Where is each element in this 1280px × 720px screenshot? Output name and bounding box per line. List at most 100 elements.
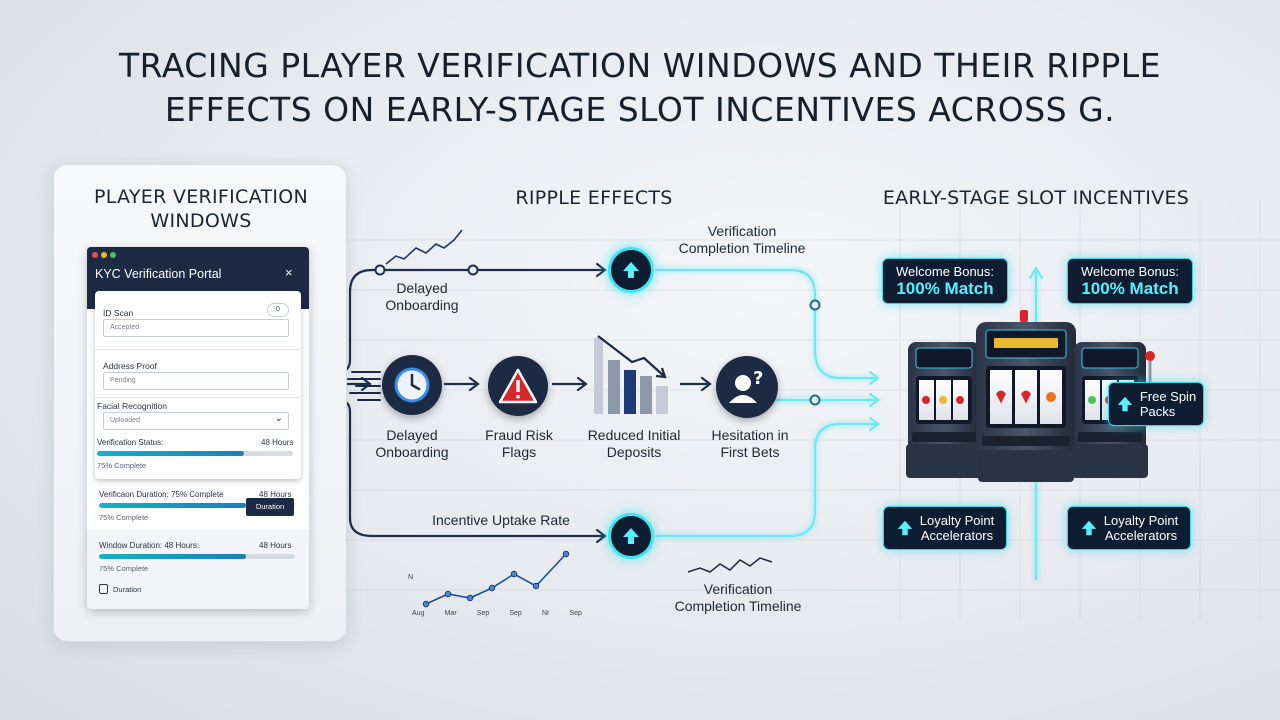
title-line-2: EFFECTS ON EARLY-STAGE SLOT INCENTIVES A… — [164, 90, 1116, 129]
welcome-bonus-badge-right[interactable]: Welcome Bonus: 100% Match — [1067, 258, 1193, 304]
facial-recognition-select[interactable]: Uploaded ⌄ — [103, 412, 289, 430]
address-proof-label: Address Proof — [103, 361, 157, 371]
uptake-node-top[interactable] — [608, 247, 654, 293]
welcome-bonus-title: Welcome Bonus: — [895, 264, 995, 279]
free-spin-text: Free Spin Packs — [1140, 389, 1196, 419]
loyalty-line-1: Loyalty Point — [919, 513, 995, 528]
up-arrow-icon — [623, 262, 639, 278]
facial-recognition-label: Facial Recognition — [97, 401, 167, 411]
node-label-reduced-deposits: Reduced Initial Deposits — [574, 427, 694, 461]
facial-recognition-value: Uploaded — [110, 417, 140, 424]
welcome-bonus-title: Welcome Bonus: — [1080, 264, 1180, 279]
free-spin-line-2: Packs — [1139, 404, 1176, 419]
free-spin-badge[interactable]: Free Spin Packs — [1108, 382, 1204, 426]
verification-status-complete: 75% Complete — [97, 461, 147, 470]
duration-2-hours: 48 Hours — [259, 541, 292, 550]
address-proof-field[interactable]: Pending — [103, 372, 289, 390]
uptake-mini-chart — [422, 550, 570, 608]
section-title-ripple: RIPPLE EFFECTS — [515, 187, 673, 209]
node-1-line-1: Delayed — [386, 427, 438, 443]
id-scan-field[interactable]: Accepted — [103, 319, 289, 337]
loyalty-line-2: Accelerators — [1104, 528, 1178, 543]
node-4-line-1: Hesitation in — [711, 427, 789, 443]
duration-2-complete: 75% Complete — [99, 564, 149, 573]
id-scan-label: ID Scan — [103, 308, 134, 318]
up-arrow-icon — [623, 528, 639, 544]
duration-2-progress-fill — [99, 554, 246, 559]
top-label-line-2: Onboarding — [385, 297, 459, 313]
section-title-incentives: EARLY-STAGE SLOT INCENTIVES — [882, 187, 1190, 209]
uptake-node-bottom[interactable] — [608, 513, 654, 559]
duration-1-progress — [99, 503, 295, 508]
tick-label: Sep — [476, 610, 490, 617]
verification-form-panel: ID Scan 0 Accepted Address Proof Pending… — [95, 291, 301, 479]
clock-node — [382, 355, 442, 415]
section-title-line-2: WINDOWS — [150, 210, 252, 232]
person-question-icon: ? — [729, 368, 763, 403]
duration-section-bg — [87, 529, 309, 609]
top-timeline-line-2: Completion Timeline — [678, 240, 806, 256]
node-2-line-1: Fraud Risk — [485, 427, 553, 443]
tick-label: Sep — [509, 610, 522, 617]
portal-title: KYC Verification Portal — [95, 267, 222, 281]
incentive-uptake-label: Incentive Uptake Rate — [432, 512, 570, 528]
tick-label: Sep — [569, 610, 582, 617]
duration-button[interactable]: Duration — [246, 498, 294, 516]
mini-chart-x-ticks: Aug Mar Sep Sep Nr Sep — [412, 610, 582, 617]
kyc-portal-window: KYC Verification Portal × ID Scan 0 Acce… — [87, 247, 309, 609]
duration-1-hours: 48 Hours — [259, 490, 292, 499]
up-arrow-icon — [1081, 520, 1096, 536]
duration-2-label: Window Duration: 48 Hours: — [99, 541, 200, 550]
chevron-down-icon: ⌄ — [274, 413, 283, 424]
warning-node — [488, 356, 548, 416]
id-scan-badge-count: 0 — [276, 306, 280, 313]
top-delayed-onboarding-label: Delayed Onboarding — [370, 280, 474, 314]
up-arrow-icon — [1117, 396, 1133, 412]
slot-machines-illustration — [906, 310, 1155, 482]
section-title-verification: PLAYER VERIFICATION WINDOWS — [54, 185, 348, 233]
node-3-line-2: Deposits — [606, 444, 662, 460]
free-spin-line-1: Free Spin — [1139, 389, 1197, 404]
duration-footer-label: Duration — [113, 585, 142, 594]
title-line-1: TRACING PLAYER VERIFICATION WINDOWS AND … — [119, 46, 1161, 85]
divider — [95, 349, 301, 350]
node-label-delayed-onboarding: Delayed Onboarding — [352, 427, 472, 461]
node-3-line-1: Reduced Initial — [587, 427, 681, 443]
page-title: TRACING PLAYER VERIFICATION WINDOWS AND … — [0, 44, 1280, 132]
node-label-fraud-risk: Fraud Risk Flags — [464, 427, 574, 461]
node-4-line-2: First Bets — [720, 444, 780, 460]
node-1-line-2: Onboarding — [375, 444, 449, 460]
bottom-timeline-label: Verification Completion Timeline — [656, 581, 820, 615]
svg-text:?: ? — [753, 368, 763, 389]
duration-2-progress — [99, 554, 295, 559]
up-arrow-icon — [897, 520, 912, 536]
duration-1-label: Verificaon Duration: 75% Complete — [99, 490, 224, 499]
verification-status-label: Verification Status: — [97, 438, 164, 447]
verification-windows-card: PLAYER VERIFICATION WINDOWS KYC Verifica… — [53, 164, 347, 642]
loyalty-line-1: Loyalty Point — [1103, 513, 1179, 528]
welcome-bonus-badge-left[interactable]: Welcome Bonus: 100% Match — [882, 258, 1008, 304]
loyalty-line-2: Accelerators — [920, 528, 994, 543]
top-timeline-line-1: Verification — [707, 223, 777, 239]
window-maximize-dot[interactable] — [110, 252, 116, 258]
duration-1-progress-fill — [99, 503, 246, 508]
loyalty-point-badge-right[interactable]: Loyalty Point Accelerators — [1067, 506, 1191, 550]
clock-icon — [394, 367, 430, 403]
window-minimize-dot[interactable] — [101, 252, 107, 258]
warning-icon — [498, 368, 538, 404]
welcome-bonus-value: 100% Match — [1081, 279, 1179, 298]
duration-footer-icon — [99, 584, 108, 594]
section-title-line-1: PLAYER VERIFICATION — [93, 186, 309, 208]
top-sparkline — [385, 229, 463, 265]
node-2-line-2: Flags — [501, 444, 537, 460]
bottom-sparkline — [687, 557, 773, 573]
tick-label: Nr — [541, 610, 550, 617]
mini-chart-y-label: N — [408, 574, 414, 581]
bottom-timeline-line-1: Verification — [703, 581, 773, 597]
bar-chart-down-icon — [594, 335, 668, 414]
close-icon[interactable]: × — [285, 265, 293, 280]
window-close-dot[interactable] — [92, 252, 98, 258]
speed-lines-icon — [347, 371, 381, 401]
top-timeline-label: Verification Completion Timeline — [662, 223, 822, 257]
loyalty-point-badge-left[interactable]: Loyalty Point Accelerators — [883, 506, 1007, 550]
